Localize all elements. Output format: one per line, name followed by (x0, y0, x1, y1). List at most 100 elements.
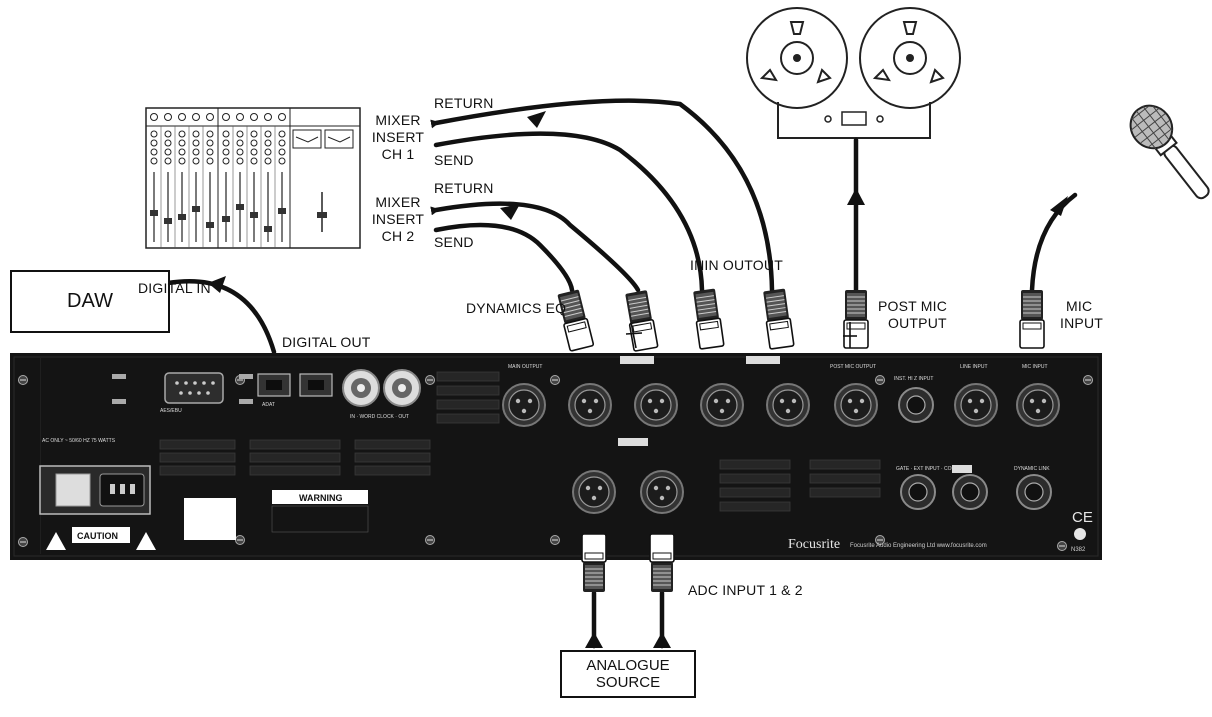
mixer-knob (222, 113, 230, 121)
mixer-knob (250, 113, 258, 121)
svg-text:WARNING: WARNING (299, 493, 343, 503)
cable-mixer-ch1-send (433, 131, 705, 293)
jack-comp (952, 474, 988, 510)
label-dynamics-eq: DYNAMICS EQ (466, 300, 567, 316)
svg-text:N382: N382 (1071, 547, 1086, 553)
mixer-knob (236, 139, 244, 147)
mixer-fader (222, 216, 230, 222)
xlr-plug-insert-out (761, 287, 795, 350)
mixer-knob (192, 130, 200, 138)
mixer-knob (178, 113, 186, 121)
mixer-fader (206, 222, 214, 228)
label-post-mic-line1: POST MIC (878, 298, 948, 314)
db9-pins (175, 381, 215, 395)
brand-logo: Focusrite (788, 537, 840, 552)
jack-dynamic-link (1016, 474, 1052, 510)
mixer-knob (178, 157, 186, 165)
mixer-fader (192, 206, 200, 212)
analogue-source-box: ANALOGUE SOURCE (560, 650, 696, 698)
label-mic-input-line2: INPUT (1060, 315, 1103, 331)
mixer-knob (236, 157, 244, 165)
mixer-knob (206, 157, 214, 165)
vents (159, 371, 881, 512)
xlr-plug-eq (623, 289, 659, 353)
svg-text:MAIN OUTPUT: MAIN OUTPUT (508, 364, 542, 370)
mixer-knob (278, 139, 286, 147)
mixer-knob (164, 148, 172, 156)
mixer-knob (150, 113, 158, 121)
socket-adc-2 (640, 470, 684, 514)
mixer-fader (236, 204, 244, 210)
mixer-knob (278, 113, 286, 121)
cable-mixer-ch2-send (433, 222, 575, 293)
mixer-fader (250, 212, 258, 218)
label-mixer-ch1-send: SEND (434, 152, 474, 168)
mixer-knob (150, 157, 158, 165)
arrowhead-digital-in (208, 276, 226, 293)
mixer-knob (222, 148, 230, 156)
mixer-knob (264, 139, 272, 147)
label-mixer-ch1-line1: MIXER (375, 112, 421, 128)
cables (162, 98, 1078, 649)
tape-machine-illustration (746, 7, 961, 139)
mixer-knob (236, 113, 244, 121)
arrowhead-mic (1050, 196, 1068, 216)
socket-insert-out (766, 383, 810, 427)
socket-eq (634, 383, 678, 427)
mixer-knob (178, 139, 186, 147)
label-mixer-ch2-line2: INSERT (371, 211, 425, 227)
mixer-fader (164, 218, 172, 224)
mixer-knob (192, 148, 200, 156)
label-mixer-ch2-send: SEND (434, 234, 474, 250)
mixer-knob (192, 113, 200, 121)
socket-adc-1 (572, 470, 616, 514)
label-digital-out: DIGITAL OUT (282, 334, 371, 350)
daw-box: DAW (10, 270, 170, 333)
mixer-knob (192, 139, 200, 147)
svg-text:Focusrite Audio Engineering Lt: Focusrite Audio Engineering Ltd www.focu… (850, 543, 987, 549)
mixer-knob (278, 130, 286, 138)
mixer-knob (250, 157, 258, 165)
xlr-plugs-top (555, 287, 1045, 353)
mixer-knob (206, 139, 214, 147)
mixer-fader (178, 214, 186, 220)
jack-gate (900, 474, 936, 510)
mixer-illustration (145, 107, 361, 249)
label-mixer-ch1-line3: CH 1 (381, 146, 415, 162)
mixer-knob (178, 148, 186, 156)
mixer-fader (150, 210, 158, 216)
mixer-knob (264, 130, 272, 138)
mixer-knob (150, 139, 158, 147)
arrowhead-mixer-ch1-return (527, 111, 546, 128)
jack-inst-input (898, 387, 934, 423)
mixer-knob (264, 157, 272, 165)
mixer-knob (150, 148, 158, 156)
svg-text:DYNAMIC LINK: DYNAMIC LINK (1014, 466, 1050, 472)
mixer-knob (206, 148, 214, 156)
svg-text:CE: CE (1072, 509, 1093, 526)
arrowhead-tape (847, 188, 865, 205)
socket-dynamics (568, 383, 612, 427)
svg-text:CAUTION: CAUTION (77, 531, 118, 541)
label-mixer-ch2-line1: MIXER (375, 194, 421, 210)
xlr-plug-dynamics (555, 288, 595, 352)
mixer-knob (164, 130, 172, 138)
cable-digital (162, 278, 277, 355)
svg-text:MIC INPUT: MIC INPUT (1022, 364, 1048, 370)
mixer-knob (164, 139, 172, 147)
xlr-plug-insert-in (691, 287, 725, 350)
label-mixer-ch1-return: RETURN (434, 95, 494, 111)
mixer-knob (192, 157, 200, 165)
cable-mixer-ch2-return (430, 201, 641, 293)
svg-text:POST MIC OUTPUT: POST MIC OUTPUT (830, 364, 876, 370)
socket-insert-in (700, 383, 744, 427)
mixer-knob (278, 148, 286, 156)
svg-text:AC ONLY ~ 50/60 HZ 75 WATTS: AC ONLY ~ 50/60 HZ 75 WATTS (42, 438, 116, 444)
analogue-line2: SOURCE (595, 674, 661, 691)
arrowhead-analogue-2 (653, 632, 671, 648)
svg-text:GATE · EXT INPUT · COMP: GATE · EXT INPUT · COMP (896, 466, 960, 472)
svg-text:AES/EBU: AES/EBU (160, 408, 182, 414)
label-post-mic-line2: OUTPUT (888, 315, 947, 331)
svg-text:IN · WORD CLOCK · OUT: IN · WORD CLOCK · OUT (350, 414, 409, 420)
